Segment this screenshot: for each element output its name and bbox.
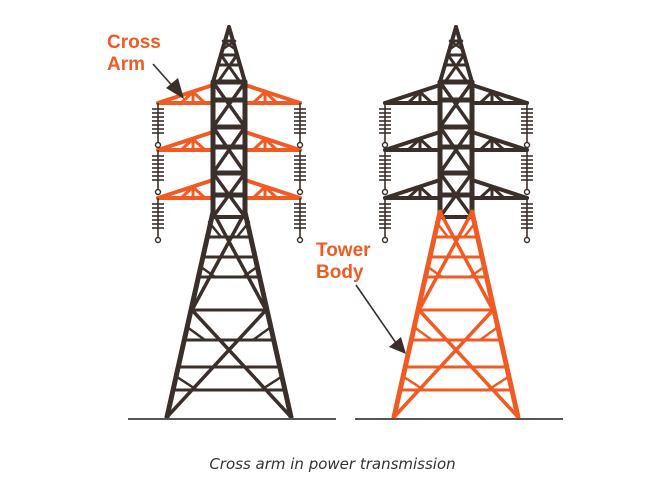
cross-arm-label-line2: Arm — [107, 54, 146, 75]
cross-arm-arrow — [152, 63, 184, 99]
tower-body-label: Tower Body — [316, 240, 371, 284]
left-tower-head — [213, 27, 245, 217]
tower-body-label-line2: Body — [316, 262, 364, 283]
left-tower-body — [167, 212, 291, 417]
right-tower-head — [440, 27, 472, 217]
tower-body-label-line1: Tower — [316, 240, 371, 261]
figure-caption: Cross arm in power transmission — [209, 455, 456, 473]
tower-body-arrow — [355, 284, 406, 354]
right-tower-body — [394, 212, 518, 417]
cross-arm-label: Cross Arm — [107, 32, 161, 76]
right-tower — [378, 27, 534, 417]
cross-arm-label-line1: Cross — [107, 32, 161, 53]
